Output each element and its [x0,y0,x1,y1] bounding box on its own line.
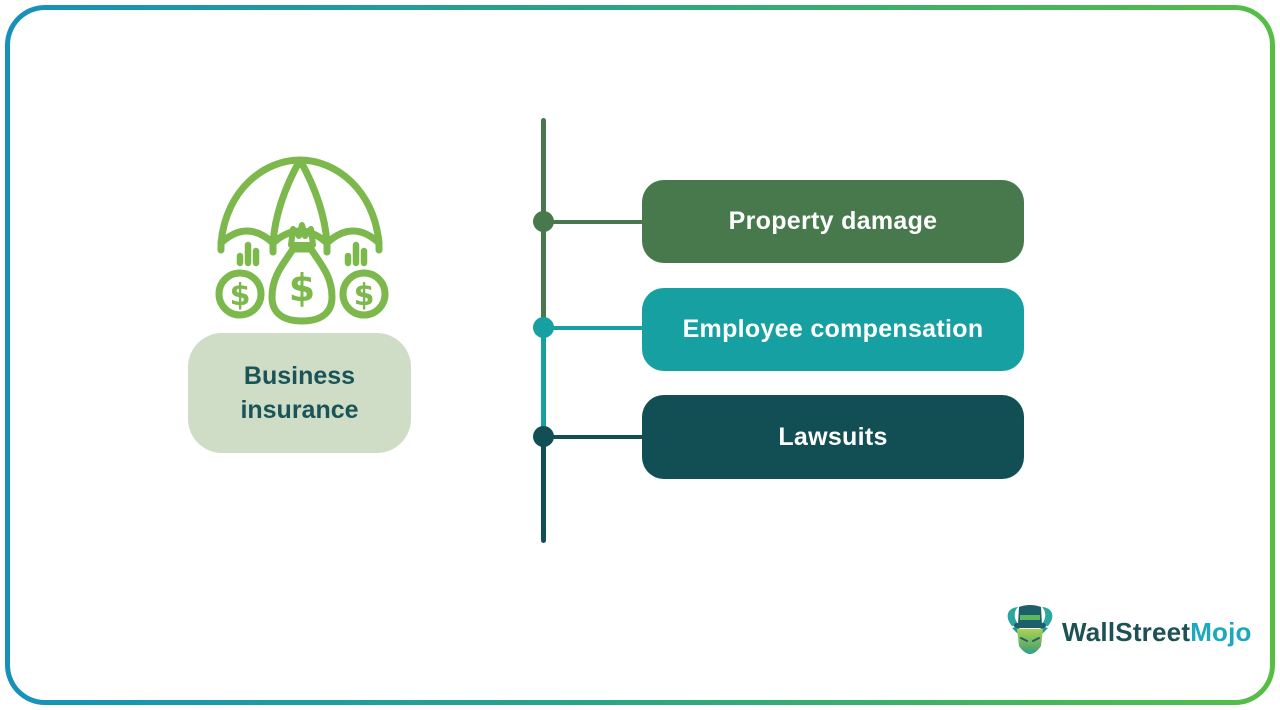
logo-text-mojo: Mojo [1190,616,1252,647]
bull-face [1017,629,1043,654]
logo-wordmark: WallStreetMojo [1062,617,1252,648]
umbrella-ribs [269,156,331,247]
timeline-node-2 [533,317,554,338]
root-node-business-insurance: Business insurance [188,333,411,453]
item-box-employee-compensation: Employee compensation [642,288,1024,371]
bull-hat-brim [1014,623,1046,628]
bars-left-icon [236,241,260,267]
timeline-node-3 [533,426,554,447]
money-bag-dollar-sign: $ [289,266,315,310]
bull-hat-band [1020,615,1040,620]
coin-right-icon [339,269,389,319]
money-bag-body [268,245,336,325]
timeline-node-1 [533,211,554,232]
bull-eyes [1020,637,1040,642]
bull-nose [1025,650,1035,653]
item-label: Employee compensation [682,315,984,343]
connector-3 [545,435,642,439]
gradient-border-frame [5,5,1275,705]
logo-text-wallstreet: WallStreet [1062,616,1191,647]
item-label: Property damage [728,207,938,235]
bull-horn-left [1007,607,1019,626]
bull-hat-crown [1018,605,1042,624]
item-box-lawsuits: Lawsuits [642,395,1024,479]
money-bag-knot [288,222,316,248]
item-label: Lawsuits [778,422,888,451]
umbrella-scallops [217,227,383,256]
umbrella-money-icon: $ $ $ [215,156,389,325]
item-box-property-damage: Property damage [642,180,1024,263]
connector-1 [545,220,642,224]
bull-with-top-hat-icon [1007,605,1053,654]
coin-left-dollar-sign: $ [230,278,251,313]
timeline-segment-2 [541,328,546,438]
bars-right-icon [344,241,368,267]
bull-horn-right [1041,607,1053,626]
timeline-segment-3 [541,437,546,543]
wallstreetmojo-logo: WallStreetMojo [1004,601,1252,663]
coin-left-icon [215,269,265,319]
root-node-label: Business insurance [240,361,359,425]
connector-2 [545,326,642,330]
coin-right-dollar-sign: $ [354,278,375,313]
